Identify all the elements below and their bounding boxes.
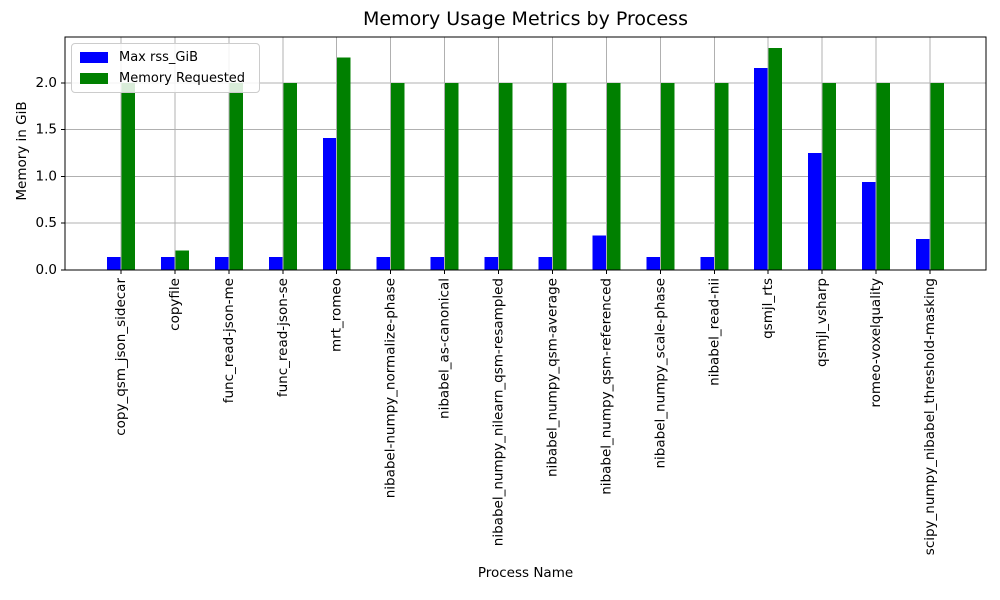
bar: [376, 256, 391, 270]
x-tick-labels: copy_qsm_json_sidecar copyfile func_read-j…: [113, 278, 938, 556]
y-tick-label: 1.0: [36, 168, 57, 184]
x-tick-label: romeo-voxelquality: [868, 278, 884, 408]
x-tick-label: func_read-json-me: [221, 278, 237, 403]
legend-item-memory-requested: Memory Requested: [80, 71, 245, 86]
bar: [808, 153, 822, 270]
x-axis-label: Process Name: [477, 565, 574, 581]
bar: [606, 82, 621, 270]
legend-label-max-rss: Max rss_GiB: [119, 50, 199, 65]
bar: [121, 82, 135, 270]
bars: [107, 48, 944, 271]
bar: [283, 82, 297, 270]
bar: [700, 256, 714, 270]
bar: [160, 256, 175, 270]
legend-swatch-memory-requested: [80, 73, 108, 84]
bar: [430, 256, 445, 270]
legend: Max rss_GiB Memory Requested: [71, 43, 261, 93]
bar: [930, 82, 944, 270]
tick-marks: [61, 82, 931, 274]
plot-border: [64, 36, 987, 271]
bar: [268, 256, 283, 270]
bar: [445, 82, 459, 270]
bar: [214, 256, 229, 270]
y-tick-label: 0.5: [36, 215, 57, 231]
y-tick-label: 0.0: [36, 262, 57, 278]
bar: [876, 82, 891, 270]
bar: [391, 82, 405, 270]
legend-item-max-rss: Max rss_GiB: [80, 50, 245, 65]
bar: [916, 239, 930, 270]
legend-label-memory-requested: Memory Requested: [119, 71, 246, 86]
bar: [229, 82, 243, 270]
x-tick-label: mrt_romeo: [329, 278, 345, 352]
y-tick-label: 2.0: [36, 75, 57, 91]
x-tick-label: nibabel_read-nii: [706, 278, 722, 386]
bar: [107, 256, 121, 270]
legend-swatch-max-rss: [80, 52, 108, 63]
bar: [322, 138, 337, 270]
bar: [822, 82, 837, 270]
x-tick-label: nibabel_as-canonical: [437, 278, 453, 419]
bar: [592, 235, 606, 270]
x-tick-label: nibabel_numpy_qsm-average: [544, 278, 560, 477]
x-tick-label: nibabel_numpy_nilearn_qsm-resampled: [491, 278, 507, 546]
x-tick-label: qsmjl_rts: [760, 278, 776, 339]
x-tick-label: scipy_numpy_nibabel_threshold-masking: [922, 278, 938, 555]
bar: [660, 82, 675, 270]
bar: [552, 82, 567, 270]
bar: [484, 256, 499, 270]
x-tick-label: func_read-json-se: [275, 278, 291, 397]
y-tick-label: 1.5: [36, 122, 57, 138]
x-tick-label: qsmjl_vsharp: [814, 278, 830, 367]
bar: [646, 256, 660, 270]
bar: [499, 82, 513, 270]
series-1: [121, 48, 944, 271]
bar: [175, 250, 189, 270]
bar: [862, 182, 876, 270]
x-tick-label: nibabel_numpy_scale-phase: [652, 278, 668, 469]
x-tick-label: copyfile: [167, 278, 183, 331]
bar: [754, 67, 768, 270]
x-tick-label: nibabel_numpy_qsm-referenced: [598, 278, 614, 495]
x-tick-label: nibabel-numpy_normalize-phase: [383, 278, 399, 498]
series-0: [107, 67, 930, 270]
y-tick-labels: 0.0 0.5 1.0 1.5 2.0: [36, 75, 57, 278]
bar: [768, 48, 783, 271]
bar: [714, 82, 729, 270]
bar: [538, 256, 552, 270]
chart-title: Memory Usage Metrics by Process: [363, 8, 688, 30]
x-tick-label: copy_qsm_json_sidecar: [113, 278, 129, 436]
bar: [337, 57, 351, 270]
